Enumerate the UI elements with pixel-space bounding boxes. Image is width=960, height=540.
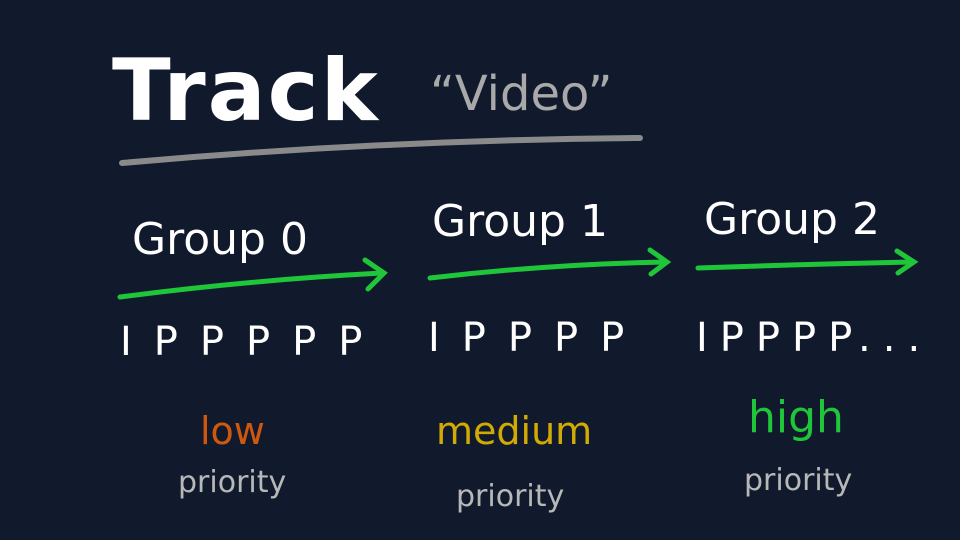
title: Track <box>112 41 380 141</box>
group-1-frames: IPPPP <box>428 315 647 361</box>
group-2-label: Group 2 <box>704 194 880 245</box>
priority-high: high <box>748 392 844 443</box>
arrow-group-2 <box>695 248 919 276</box>
priority-word-1: priority <box>456 479 565 514</box>
group-1-label: Group 1 <box>432 196 608 247</box>
group-2-frames: IPPPP... <box>696 315 933 361</box>
priority-word-0: priority <box>178 465 287 500</box>
subtitle: “Video” <box>430 66 613 122</box>
priority-low: low <box>200 409 265 453</box>
title-underline <box>119 135 643 166</box>
arrow-group-1 <box>427 247 672 281</box>
priority-medium: medium <box>436 409 593 453</box>
group-0-frames: IPPPPP <box>120 319 385 365</box>
priority-word-2: priority <box>744 463 853 498</box>
group-0-label: Group 0 <box>132 214 308 265</box>
arrow-group-0 <box>117 257 388 300</box>
